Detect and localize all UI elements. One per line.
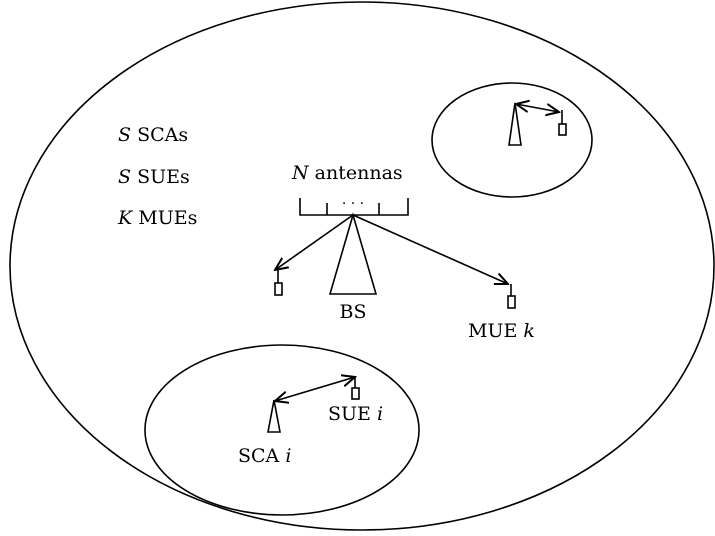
legend-mue-count: K MUEs [117, 207, 197, 229]
macro-user-device-icon [274, 282, 283, 296]
legend-sca-count: S SCAs [118, 124, 188, 146]
bs-tower-icon [328, 212, 378, 295]
mue-device-icon [507, 295, 516, 309]
antenna-ellipsis: · · · [342, 196, 364, 212]
bs-to-mue-link [352, 214, 508, 284]
mue-label-var: k [523, 320, 535, 342]
antenna-count-text: antennas [309, 162, 403, 184]
mue-label-text: MUE [468, 320, 523, 342]
sca-sue-link-bottom [275, 377, 355, 401]
legend-sca-text: SCAs [131, 124, 188, 146]
sue-label-text: SUE [328, 403, 377, 425]
small-cell-bottom-left [144, 344, 420, 516]
legend-sue-text: SUEs [131, 166, 190, 188]
sca-label-text: SCA [238, 445, 285, 467]
antenna-array-icon: · · · [299, 196, 409, 216]
sca-antenna-icon [508, 102, 522, 146]
sue-device-icon [558, 123, 567, 136]
macro-cell-boundary [9, 1, 715, 531]
bs-to-macro-user-link [275, 214, 354, 270]
mue-label: MUE k [468, 320, 535, 342]
legend-mue-var: K [117, 207, 134, 229]
sue-device-icon [351, 387, 360, 400]
sca-antenna-icon [267, 399, 281, 433]
antenna-array-label: N antennas [291, 162, 403, 184]
bs-label: BS [340, 301, 367, 323]
sca-sue-link-top [516, 104, 559, 112]
legend-sue-var: S [118, 166, 131, 188]
small-cell-top-right [431, 82, 593, 198]
legend-mue-text: MUEs [132, 207, 197, 229]
sue-label-var: i [377, 403, 383, 425]
sue-label: SUE i [328, 403, 383, 425]
sca-label-var: i [285, 445, 291, 467]
legend-sca-var: S [118, 124, 131, 146]
antenna-count-var: N [291, 162, 310, 184]
legend-sue-count: S SUEs [118, 166, 190, 188]
sca-label: SCA i [238, 445, 291, 467]
